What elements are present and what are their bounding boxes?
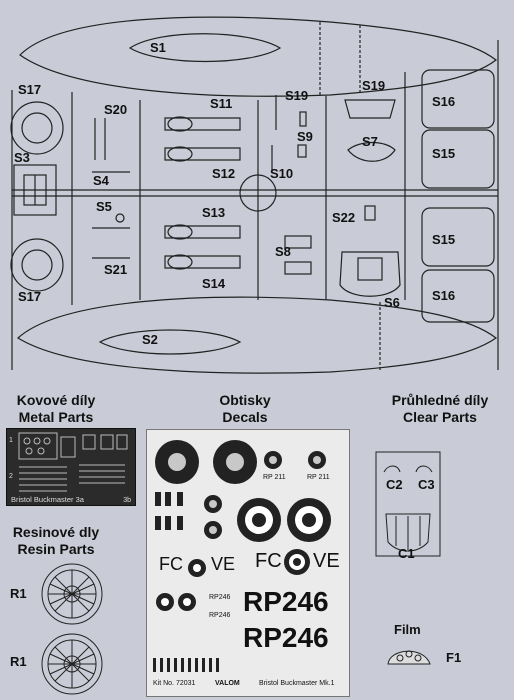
part-label-s17-bottom: S17 bbox=[18, 289, 42, 304]
part-label-s14: S14 bbox=[202, 276, 226, 291]
part-label-s21: S21 bbox=[104, 262, 128, 277]
part-label-s1: S1 bbox=[150, 40, 166, 55]
clear-label-c3: C3 bbox=[418, 477, 435, 492]
clear-heading: Průhledné díly Clear Parts bbox=[391, 392, 489, 425]
film-heading: Film bbox=[394, 622, 421, 637]
part-label-s3: S3 bbox=[14, 150, 30, 165]
decal-code-left-fc: FC bbox=[159, 554, 183, 574]
decal-code-right-ve: VE bbox=[313, 550, 340, 572]
decal-serial-big-b: RP246 bbox=[243, 622, 329, 653]
resin-label-r1-top: R1 bbox=[10, 586, 27, 601]
metal-heading: Kovové díly Metal Parts bbox=[16, 392, 96, 425]
clear-parts-drawing bbox=[375, 451, 441, 557]
resin-wheels-drawing bbox=[41, 563, 103, 695]
part-label-s19-a: S19 bbox=[285, 88, 309, 103]
part-label-s11: S11 bbox=[210, 96, 233, 111]
decal-brand: VALOM bbox=[215, 680, 240, 687]
part-label-s22: S22 bbox=[332, 210, 356, 225]
photoetch-tag-1: 1 bbox=[9, 437, 13, 444]
sprue-frame-drawing bbox=[10, 16, 499, 374]
resin-heading: Resinové dly Resin Parts bbox=[12, 524, 100, 557]
clear-label-c1: C1 bbox=[398, 546, 415, 561]
part-label-s20: S20 bbox=[104, 102, 128, 117]
photoetch-caption: Bristol Buckmaster 3a bbox=[11, 495, 84, 504]
decal-title: Bristol Buckmaster Mk.1 bbox=[259, 680, 335, 687]
part-label-s12: S12 bbox=[212, 166, 236, 181]
decal-sheet: FC VE FC VE RP 211 RP 211 RP246 RP246 RP… bbox=[146, 429, 350, 697]
part-label-s8: S8 bbox=[275, 244, 291, 259]
part-label-s2: S2 bbox=[142, 332, 158, 347]
decals-heading: Obtisky Decals bbox=[219, 392, 271, 425]
decal-serial-tiny-b: RP 211 bbox=[307, 474, 330, 481]
film-label-f1: F1 bbox=[446, 650, 462, 665]
part-label-s17-top: S17 bbox=[18, 82, 42, 97]
photoetch-tag-2: 2 bbox=[9, 473, 13, 480]
decal-serial-small-b: RP246 bbox=[209, 612, 231, 619]
decal-code-right-fc: FC bbox=[255, 550, 282, 572]
part-label-s7: S7 bbox=[362, 134, 378, 149]
photoetch-parts-drawing bbox=[18, 432, 128, 492]
part-label-s9: S9 bbox=[297, 129, 313, 144]
decal-serial-big-a: RP246 bbox=[243, 586, 329, 617]
part-label-s5: S5 bbox=[96, 199, 112, 214]
decal-serial-small-a: RP246 bbox=[209, 594, 231, 601]
photoetch-fret: 1 2 3b Bristol Buckmaster 3a bbox=[6, 428, 136, 506]
decal-kit-number: Kit No. 72031 bbox=[153, 680, 196, 687]
photoetch-tag-3b: 3b bbox=[123, 497, 131, 504]
part-label-s15-top: S15 bbox=[432, 146, 456, 161]
decal-serial-tiny-a: RP 211 bbox=[263, 474, 286, 481]
decal-code-left-ve: VE bbox=[211, 554, 236, 574]
decal-roundels bbox=[153, 440, 331, 672]
part-label-s16-bottom: S16 bbox=[432, 288, 456, 303]
part-label-s19-b: S19 bbox=[362, 78, 386, 93]
part-label-s15-bottom: S15 bbox=[432, 232, 456, 247]
clear-label-c2: C2 bbox=[386, 477, 403, 492]
part-label-s10: S10 bbox=[270, 166, 294, 181]
part-label-s13: S13 bbox=[202, 205, 226, 220]
part-label-s16-top: S16 bbox=[432, 94, 456, 109]
part-label-s4: S4 bbox=[93, 173, 109, 188]
film-instrument-panel bbox=[387, 650, 431, 665]
resin-label-r1-bottom: R1 bbox=[10, 654, 27, 669]
part-label-s6: S6 bbox=[384, 295, 400, 310]
